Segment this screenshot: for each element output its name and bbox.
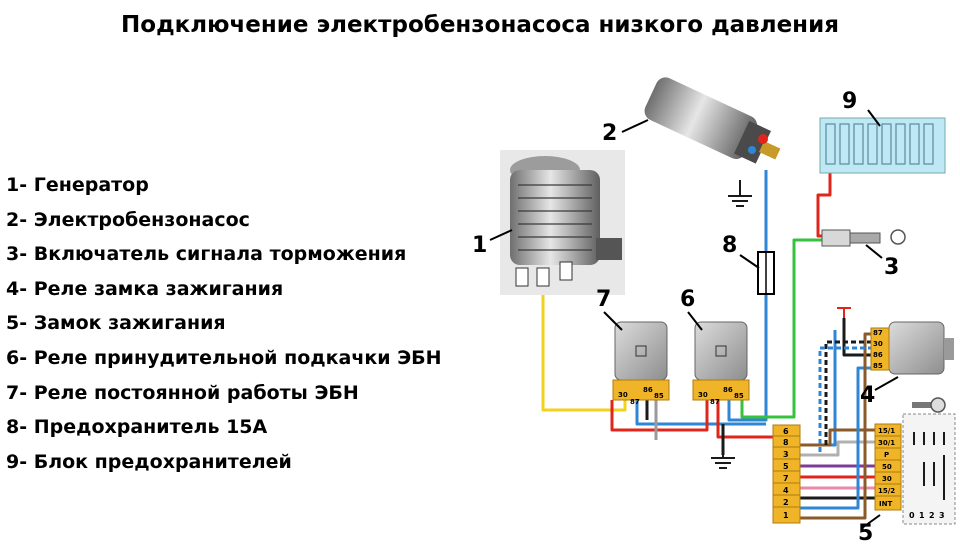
connector-pin: 1	[783, 511, 789, 520]
legend-item-generator: 1- Генератор	[6, 174, 149, 196]
callout-1: 1	[472, 233, 487, 258]
legend-item-brake-switch: 3- Включатель сигнала торможения	[6, 243, 407, 266]
wire-green	[740, 238, 822, 419]
pin-86: 86	[643, 386, 653, 394]
pin-87: 87	[630, 398, 640, 406]
connector-pin: 4	[783, 486, 789, 495]
legend-item-constant-pump-relay: 7- Реле постоянной работы ЭБН	[6, 381, 359, 404]
callout-8: 8	[722, 233, 737, 258]
forced-pump-relay: 30 87 86 85	[687, 311, 750, 406]
connector-pin: 3	[783, 450, 789, 459]
legend-item-ignition-relay: 4- Реле замка зажигания	[6, 277, 284, 300]
fuel-pump	[621, 77, 781, 164]
connector-pin: 7	[783, 474, 789, 483]
wire-red-brake	[816, 170, 832, 238]
ground-icon	[728, 180, 752, 207]
ground-icon	[711, 455, 735, 469]
switch-terminal: 15/2	[878, 487, 895, 495]
switch-terminal: INT	[879, 500, 892, 508]
pin-85: 85	[654, 392, 664, 400]
legend-item-ignition-lock: 5- Замок зажигания	[6, 312, 226, 335]
switch-position: 0	[909, 511, 915, 520]
connector-pin: 5	[783, 462, 789, 471]
generator	[489, 150, 625, 295]
switch-terminal: 30	[882, 475, 892, 483]
wire-harness-10	[818, 346, 875, 452]
ignition-relay: 87 30 86 85	[837, 307, 954, 391]
connector-pin: 6	[783, 427, 789, 436]
switch-position: 3	[939, 511, 945, 520]
wire-red-relays	[610, 398, 709, 432]
relay4-pin: 85	[873, 362, 883, 370]
constant-pump-relay: 30 87 86 85	[603, 311, 670, 406]
switch-terminal: 30/1	[878, 439, 895, 447]
switch-terminal: 50	[882, 463, 892, 471]
wire-black-ground-relay	[645, 398, 725, 455]
pin-30: 30	[618, 391, 628, 399]
callout-2: 2	[602, 121, 617, 146]
relay4-pin: 30	[873, 340, 883, 348]
brake-switch	[821, 229, 906, 259]
ground-symbols	[711, 180, 752, 469]
pin-30: 30	[698, 391, 708, 399]
callout-3: 3	[884, 255, 899, 280]
switch-position: 2	[929, 511, 935, 520]
relay4-pin: 86	[873, 351, 883, 359]
fuse-15a	[739, 251, 775, 295]
callout-6: 6	[680, 287, 695, 312]
callout-7: 7	[596, 287, 611, 312]
connector-pin: 8	[783, 438, 789, 447]
pin-86: 86	[723, 386, 733, 394]
callout-4: 4	[860, 383, 875, 408]
switch-terminal: 15/1	[878, 427, 895, 435]
callout-9: 9	[842, 89, 857, 114]
ignition-switch: 15/1 30/1 P 50 30 15/2 INT 0 1 2 3	[861, 397, 956, 529]
page-title: Подключение электробензонасоса низкого д…	[121, 12, 839, 38]
connector-pin: 2	[783, 498, 789, 507]
fuse-block	[819, 109, 946, 174]
wire-yellow	[541, 290, 627, 412]
pin-85: 85	[734, 392, 744, 400]
switch-terminal: P	[884, 451, 889, 459]
wire-harness-9	[824, 340, 875, 445]
legend-item-fuse: 8- Предохранитель 15А	[6, 416, 268, 439]
legend-item-forced-pump-relay: 6- Реле принудительной подкачки ЭБН	[6, 346, 442, 369]
callout-5: 5	[858, 521, 873, 546]
harness-connector: 6 8 3 5 7 4 2 1	[772, 424, 801, 524]
legend-item-fuse-box: 9- Блок предохранителей	[6, 450, 292, 473]
wire-harness-8	[800, 332, 875, 520]
pin-87: 87	[710, 398, 720, 406]
key-icon	[912, 397, 946, 413]
legend-item-fuel-pump: 2- Электробензонасос	[6, 208, 250, 231]
relay4-pin: 87	[873, 329, 883, 337]
legend: 1- Генератор 2- Электробензонасос 3- Вкл…	[6, 168, 442, 479]
wire-red-connector	[716, 398, 773, 439]
wire-harness-1	[800, 428, 875, 447]
switch-position: 1	[919, 511, 925, 520]
